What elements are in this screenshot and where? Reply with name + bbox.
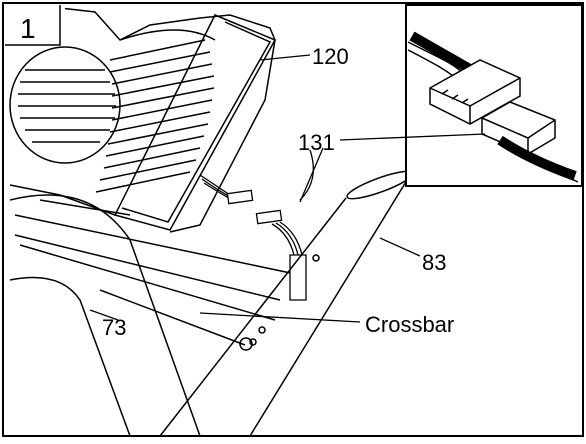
motor-hood: [9, 7, 277, 233]
step-number: 1: [20, 13, 36, 44]
label-crossbar: Crossbar: [365, 312, 454, 337]
leader-131-inset: [339, 133, 486, 141]
label-120: 120: [312, 44, 349, 69]
wire-harness-131: [199, 149, 314, 301]
label-73: 73: [102, 315, 126, 340]
crossbar-structure: [14, 214, 301, 351]
leader-83: [379, 237, 421, 257]
step-box: 1: [5, 5, 65, 46]
leader-131: [299, 147, 324, 203]
leader-lines: [89, 54, 486, 323]
leader-73: [89, 309, 119, 321]
label-131: 131: [298, 130, 335, 155]
inset-connector-detail: [405, 4, 583, 187]
leader-120: [259, 54, 311, 61]
right-upright-83: [159, 170, 414, 437]
label-83: 83: [422, 250, 446, 275]
left-upright-73: [9, 194, 201, 437]
leader-crossbar: [199, 312, 361, 323]
